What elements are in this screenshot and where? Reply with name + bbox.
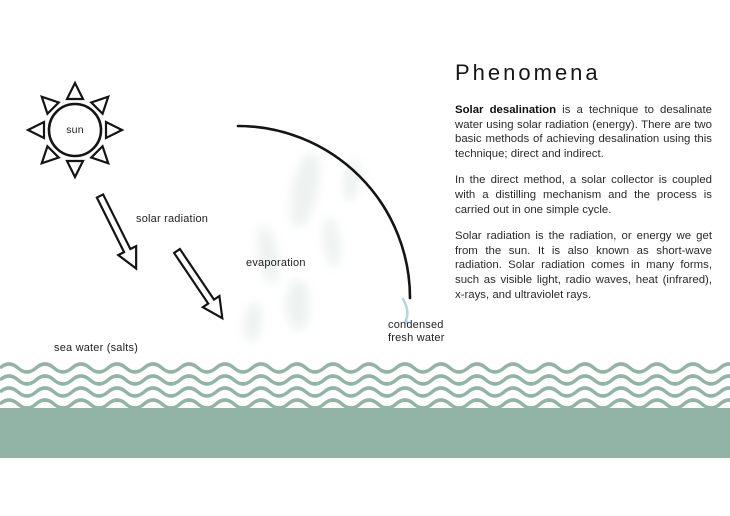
sea-waves-icon (0, 362, 730, 458)
sea-water-label: sea water (salts) (54, 342, 139, 354)
article-paragraph-1: Solar desalination is a technique to des… (455, 103, 712, 161)
condensed-label-line2: fresh water (388, 332, 445, 344)
condensation-dome-arc-icon (236, 124, 412, 300)
sea-band (0, 408, 730, 458)
phenomena-article: Phenomena Solar desalination is a techni… (455, 60, 712, 314)
article-paragraph-1-lead: Solar desalination (455, 104, 557, 116)
article-paragraph-3: Solar radiation is the radiation, or ene… (455, 230, 712, 301)
evaporation-label: evaporation (246, 257, 306, 269)
sun-label: sun (66, 124, 84, 136)
water-drop-icon (401, 297, 409, 325)
sun-icon (26, 81, 124, 179)
condensed-fresh-water-label: condensed fresh water (388, 319, 445, 345)
condensed-label-line1: condensed (388, 319, 444, 331)
solar-radiation-label: solar radiation (136, 213, 209, 225)
article-paragraph-1-rest: is a technique to desalinate water using… (455, 104, 712, 160)
article-paragraph-2: In the direct method, a solar collector … (455, 174, 712, 216)
evaporation-steam-wisps (243, 152, 361, 342)
page-title: Phenomena (455, 60, 601, 85)
arrow-down-right-icon (89, 190, 232, 325)
